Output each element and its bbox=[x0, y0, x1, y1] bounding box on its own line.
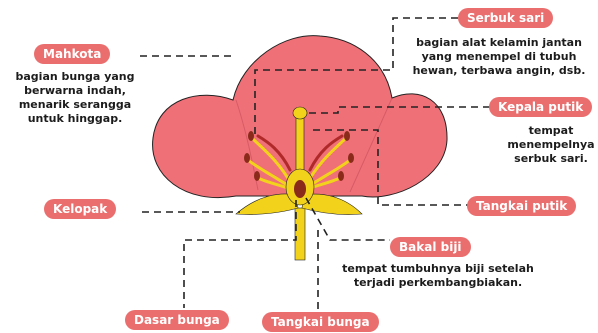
desc-line: tempat bbox=[506, 124, 596, 138]
label-kelopak: Kelopak bbox=[44, 199, 116, 219]
desc-line: yang menempel di tubuh bbox=[404, 50, 594, 64]
label-tangkai-bunga: Tangkai bunga bbox=[262, 312, 379, 332]
desc-line: terjadi perkembangbiakan. bbox=[330, 276, 546, 290]
ovule bbox=[294, 180, 306, 198]
desc-line: menempelnya bbox=[506, 138, 596, 152]
desc-line: bagian alat kelamin jantan bbox=[404, 36, 594, 50]
desc-bakal-biji: tempat tumbuhnya biji setelah terjadi pe… bbox=[330, 262, 546, 290]
desc-line: menarik serangga bbox=[6, 98, 144, 112]
label-dasar-bunga: Dasar bunga bbox=[125, 310, 229, 330]
label-bakal-biji: Bakal biji bbox=[390, 237, 471, 257]
stigma bbox=[293, 107, 307, 119]
desc-line: serbuk sari. bbox=[506, 152, 596, 166]
label-serbuk-sari: Serbuk sari bbox=[458, 8, 553, 28]
desc-line: bagian bunga yang bbox=[6, 70, 144, 84]
style bbox=[296, 115, 304, 175]
desc-mahkota: bagian bunga yang berwarna indah, menari… bbox=[6, 70, 144, 126]
desc-serbuk-sari: bagian alat kelamin jantan yang menempel… bbox=[404, 36, 594, 78]
label-mahkota: Mahkota bbox=[34, 44, 110, 64]
leader-dasar-bunga bbox=[184, 200, 296, 308]
desc-line: berwarna indah, bbox=[6, 84, 144, 98]
desc-line: tempat tumbuhnya biji setelah bbox=[330, 262, 546, 276]
label-kepala-putik: Kepala putik bbox=[489, 97, 592, 117]
desc-line: untuk hinggap. bbox=[6, 112, 144, 126]
desc-kepala-putik: tempat menempelnya serbuk sari. bbox=[506, 124, 596, 166]
desc-line: hewan, terbawa angin, dsb. bbox=[404, 64, 594, 78]
label-tangkai-putik: Tangkai putik bbox=[467, 196, 576, 216]
